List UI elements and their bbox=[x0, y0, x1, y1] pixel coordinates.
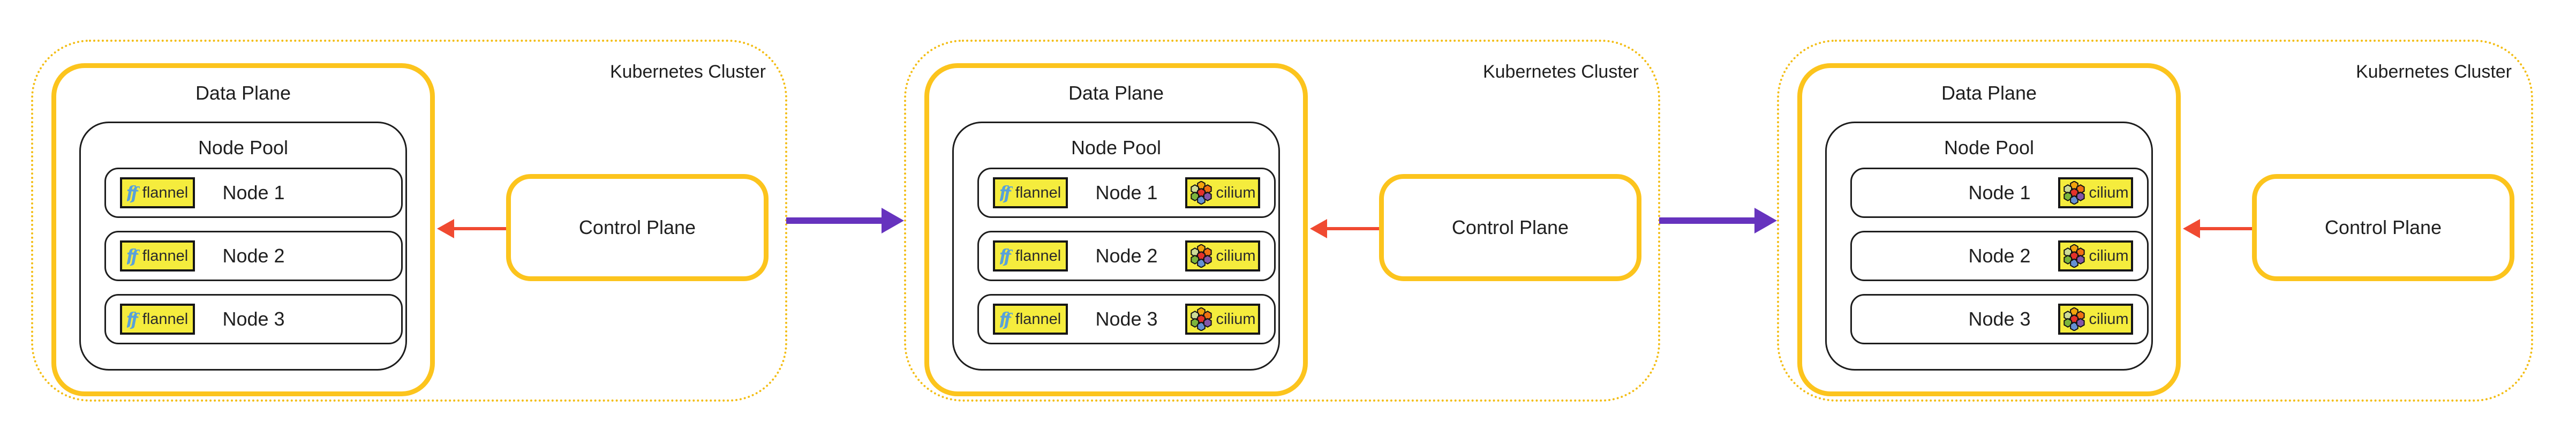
data-plane-label: Data Plane bbox=[1941, 82, 2037, 104]
purple-arrow-shaft bbox=[786, 217, 884, 224]
node-label: Node 3 bbox=[222, 308, 285, 330]
data-plane-label: Data Plane bbox=[195, 82, 291, 104]
kubernetes-cluster: Kubernetes Cluster Data Plane Node Pool … bbox=[1777, 40, 2533, 402]
node-label: Node 2 bbox=[1968, 245, 2031, 267]
flannel-badge: flannel bbox=[993, 304, 1068, 335]
node-label: Node 1 bbox=[222, 182, 285, 203]
flannel-badge-label: flannel bbox=[1015, 184, 1061, 201]
control-plane: Control Plane bbox=[1379, 174, 1641, 281]
cluster-title: Kubernetes Cluster bbox=[1482, 62, 1639, 82]
red-arrowhead-icon bbox=[2183, 219, 2200, 238]
flannel-badge: flannel bbox=[120, 177, 195, 208]
node-label: Node 3 bbox=[1095, 308, 1158, 330]
purple-arrow-shaft bbox=[1659, 217, 1757, 224]
node-label: Node 1 bbox=[1968, 182, 2031, 203]
cilium-icon bbox=[2063, 244, 2085, 268]
control-plane-label: Control Plane bbox=[2324, 216, 2442, 238]
flannel-badge-label: flannel bbox=[1015, 247, 1061, 265]
badge-spacer bbox=[312, 240, 387, 271]
badge-spacer bbox=[1866, 177, 1941, 208]
control-plane-label: Control Plane bbox=[1451, 216, 1569, 238]
cilium-badge-label: cilium bbox=[1216, 310, 1256, 328]
cilium-badge-label: cilium bbox=[2089, 247, 2129, 265]
flannel-badge: flannel bbox=[993, 177, 1068, 208]
flannel-badge-label: flannel bbox=[142, 247, 189, 265]
badge-spacer bbox=[312, 177, 387, 208]
cilium-badge-label: cilium bbox=[1216, 184, 1256, 201]
data-plane: Data Plane Node Pool Node 1 cilium Node … bbox=[1797, 63, 2181, 396]
cilium-icon bbox=[1191, 307, 1212, 331]
red-arrow-shaft bbox=[2198, 227, 2252, 230]
flannel-badge: flannel bbox=[993, 240, 1068, 271]
node-pool-label: Node Pool bbox=[198, 137, 289, 159]
cluster-title: Kubernetes Cluster bbox=[609, 62, 766, 82]
cluster-migration-arrow bbox=[1659, 208, 1777, 233]
data-plane-label: Data Plane bbox=[1068, 82, 1164, 104]
control-plane-label: Control Plane bbox=[578, 216, 696, 238]
node-pool: Node Pool Node 1 cilium Node 2 cilium bbox=[1825, 122, 2153, 371]
purple-arrowhead-icon bbox=[882, 208, 904, 233]
node-label: Node 2 bbox=[1095, 245, 1158, 267]
node-label: Node 3 bbox=[1968, 308, 2031, 330]
control-plane: Control Plane bbox=[2252, 174, 2514, 281]
node-row: Node 1 cilium bbox=[1850, 168, 2149, 218]
node-label: Node 1 bbox=[1095, 182, 1158, 203]
node-row: flannel Node 3 bbox=[104, 294, 403, 344]
data-plane: Data Plane Node Pool flannel Node 1 cili… bbox=[924, 63, 1308, 396]
cilium-badge-label: cilium bbox=[2089, 184, 2129, 201]
node-pool-label: Node Pool bbox=[1944, 137, 2035, 159]
purple-arrowhead-icon bbox=[1754, 208, 1777, 233]
cilium-badge: cilium bbox=[1185, 240, 1260, 271]
cilium-badge: cilium bbox=[2058, 177, 2133, 208]
flannel-icon bbox=[126, 183, 140, 204]
cilium-icon bbox=[1191, 244, 1212, 268]
cilium-badge-label: cilium bbox=[2089, 310, 2129, 328]
cluster-title: Kubernetes Cluster bbox=[2355, 62, 2512, 82]
node-pool-label: Node Pool bbox=[1071, 137, 1162, 159]
red-arrowhead-icon bbox=[1310, 219, 1327, 238]
kubernetes-cluster: Kubernetes Cluster Data Plane Node Pool … bbox=[904, 40, 1660, 402]
cilium-badge: cilium bbox=[1185, 177, 1260, 208]
cilium-icon bbox=[2063, 307, 2085, 331]
flannel-icon bbox=[999, 183, 1013, 204]
red-arrow-shaft bbox=[452, 227, 506, 230]
node-row: flannel Node 1 cilium bbox=[977, 168, 1276, 218]
flannel-badge-label: flannel bbox=[142, 310, 189, 328]
kubernetes-cluster: Kubernetes Cluster Data Plane Node Pool … bbox=[31, 40, 787, 402]
node-pool: Node Pool flannel Node 1 cilium flannel … bbox=[952, 122, 1280, 371]
cilium-badge-label: cilium bbox=[1216, 247, 1256, 265]
flannel-icon bbox=[126, 310, 140, 330]
cilium-badge: cilium bbox=[1185, 304, 1260, 335]
flannel-badge: flannel bbox=[120, 304, 195, 335]
control-to-dataplane-arrow bbox=[437, 219, 506, 238]
data-plane: Data Plane Node Pool flannel Node 1 flan… bbox=[51, 63, 435, 396]
flannel-badge-label: flannel bbox=[1015, 310, 1061, 328]
control-to-dataplane-arrow bbox=[1310, 219, 1379, 238]
cilium-icon bbox=[1191, 181, 1212, 205]
node-row: flannel Node 1 bbox=[104, 168, 403, 218]
flannel-icon bbox=[999, 310, 1013, 330]
flannel-icon bbox=[126, 246, 140, 267]
node-pool: Node Pool flannel Node 1 flannel Node 2 bbox=[79, 122, 407, 371]
badge-spacer bbox=[1866, 304, 1941, 335]
control-plane: Control Plane bbox=[506, 174, 769, 281]
node-label: Node 2 bbox=[222, 245, 285, 267]
flannel-icon bbox=[999, 246, 1013, 267]
red-arrowhead-icon bbox=[437, 219, 454, 238]
node-row: Node 3 cilium bbox=[1850, 294, 2149, 344]
node-row: flannel Node 3 cilium bbox=[977, 294, 1276, 344]
cilium-icon bbox=[2063, 181, 2085, 205]
flannel-badge: flannel bbox=[120, 240, 195, 271]
red-arrow-shaft bbox=[1325, 227, 1379, 230]
cilium-badge: cilium bbox=[2058, 240, 2133, 271]
badge-spacer bbox=[312, 304, 387, 335]
cilium-badge: cilium bbox=[2058, 304, 2133, 335]
badge-spacer bbox=[1866, 240, 1941, 271]
control-to-dataplane-arrow bbox=[2183, 219, 2252, 238]
cluster-migration-arrow bbox=[786, 208, 904, 233]
flannel-badge-label: flannel bbox=[142, 184, 189, 201]
node-row: flannel Node 2 cilium bbox=[977, 231, 1276, 281]
node-row: flannel Node 2 bbox=[104, 231, 403, 281]
node-row: Node 2 cilium bbox=[1850, 231, 2149, 281]
